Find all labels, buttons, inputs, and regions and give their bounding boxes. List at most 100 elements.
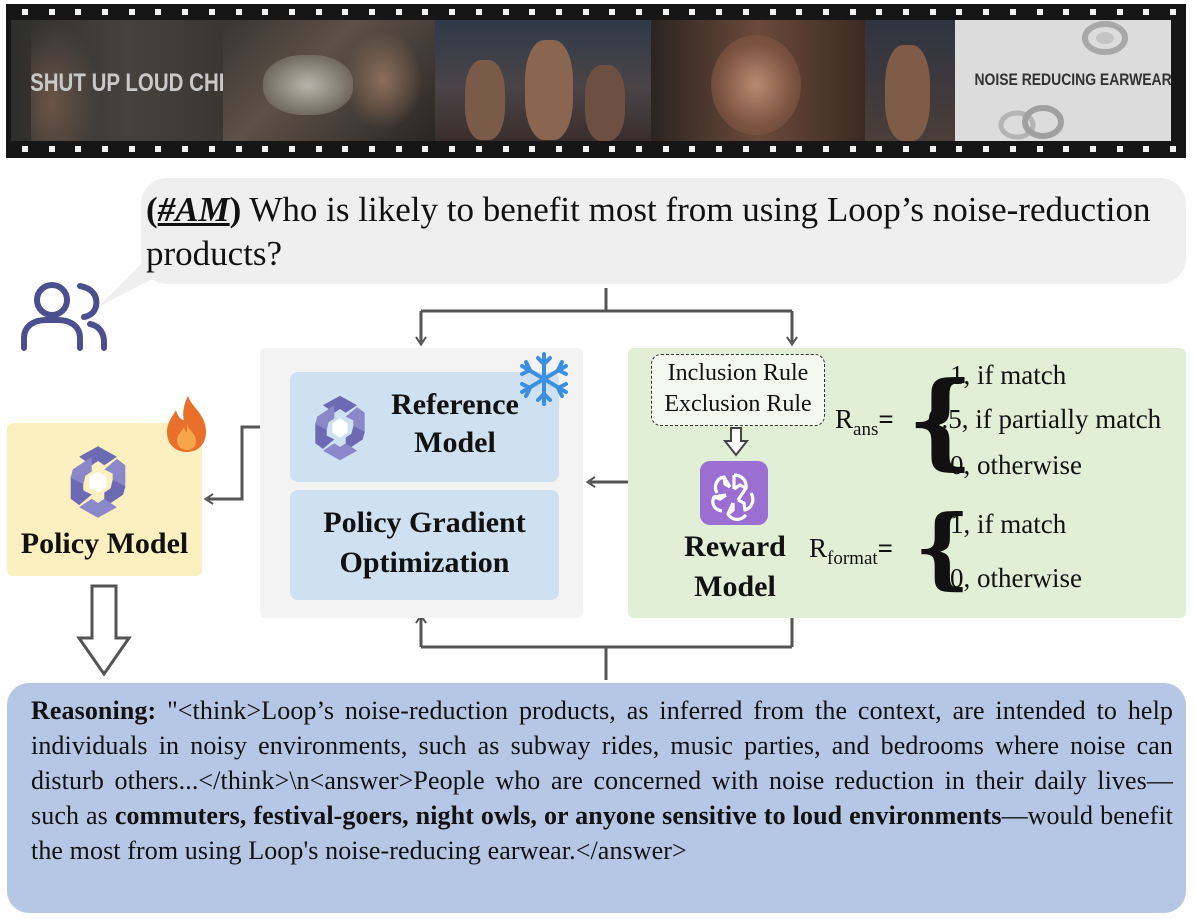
video-frame-3 xyxy=(435,20,651,141)
sprocket-hole xyxy=(422,146,429,152)
openai-logo-icon xyxy=(700,461,768,525)
sprocket-hole xyxy=(48,9,55,15)
video-frame-5 xyxy=(865,20,955,141)
sprocket-hole xyxy=(1143,146,1150,152)
earplug-image-top xyxy=(1082,21,1128,55)
policy-model-label: Policy Model xyxy=(20,527,189,560)
question-bubble xyxy=(141,178,1186,284)
reward-model-label: Reward Model xyxy=(684,530,786,603)
sprocket-hole xyxy=(395,146,402,152)
rules-box: Inclusion Rule Exclusion Rule xyxy=(651,354,825,426)
sprocket-hole xyxy=(796,9,803,15)
sprocket-hole xyxy=(315,9,322,15)
sprocket-hole xyxy=(1009,146,1016,152)
sprocket-hole xyxy=(1170,9,1176,15)
sprocket-hole xyxy=(1089,146,1096,152)
sprocket-hole xyxy=(849,146,856,152)
bottom-connector xyxy=(421,645,792,680)
video-frame-6: NOISE REDUCING EARWEAR xyxy=(955,20,1171,141)
sprocket-hole xyxy=(102,9,109,15)
sprocket-hole xyxy=(529,9,536,15)
sprocket-hole xyxy=(288,146,295,152)
hollow-down-arrow-small xyxy=(722,427,750,457)
sprocket-hole xyxy=(582,146,589,152)
sprocket-hole xyxy=(1116,9,1123,15)
sprocket-hole xyxy=(22,146,28,152)
r-ans-case-1: 1, if match xyxy=(950,360,1067,390)
sprocket-hole xyxy=(235,146,242,152)
sprocket-hole xyxy=(956,9,963,15)
sprocket-hole xyxy=(1009,9,1016,15)
sprocket-hole xyxy=(449,9,456,15)
sprocket-hole xyxy=(903,146,910,152)
sprocket-hole xyxy=(422,9,429,15)
sprocket-hole xyxy=(1089,9,1096,15)
sprocket-hole xyxy=(903,9,910,15)
hollow-down-arrow xyxy=(76,584,132,677)
r-ans-brace: { xyxy=(907,358,974,481)
sprocket-hole xyxy=(636,146,643,152)
r-ans-case-2: 0.5, if partially match xyxy=(928,404,1162,434)
sprocket-hole xyxy=(1170,146,1176,152)
video-frame-1: SHUT UP LOUD CHEWING xyxy=(11,20,223,141)
fire-icon xyxy=(167,396,206,452)
sprocket-hole xyxy=(742,146,749,152)
sprocket-hole xyxy=(956,146,963,152)
question-tag: (#AM) xyxy=(146,190,242,229)
sprocket-hole xyxy=(769,9,776,15)
frame-caption-1: SHUT UP LOUD CHEWING xyxy=(30,69,223,97)
sprocket-hole xyxy=(1036,146,1043,152)
sprocket-hole xyxy=(742,9,749,15)
sprocket-hole xyxy=(555,9,562,15)
policy-gradient-box xyxy=(290,490,559,600)
sprocket-hole xyxy=(1143,9,1150,15)
sprocket-hole xyxy=(208,9,215,15)
sprocket-hole xyxy=(342,9,349,15)
sprocket-hole xyxy=(796,146,803,152)
sprocket-hole xyxy=(262,9,269,15)
question-text: (#AM) Who is likely to benefit most from… xyxy=(146,190,1151,273)
reasoning-box xyxy=(7,683,1186,913)
sprocket-hole xyxy=(235,9,242,15)
r-ans-label: Rans= xyxy=(835,404,894,440)
sprocket-hole xyxy=(662,146,669,152)
sprocket-hole xyxy=(636,9,643,15)
sprocket-hole xyxy=(475,146,482,152)
sprocket-hole xyxy=(22,9,28,15)
sprocket-hole xyxy=(529,146,536,152)
r-format-label: Rformat= xyxy=(809,533,894,569)
sprocket-hole xyxy=(369,146,376,152)
sprocket-hole xyxy=(929,146,936,152)
sprocket-hole xyxy=(716,9,723,15)
reference-model-label: Reference Model xyxy=(391,388,519,459)
sprocket-hole xyxy=(1063,9,1070,15)
sprocket-hole xyxy=(582,9,589,15)
sprocket-hole xyxy=(75,146,82,152)
sprocket-hole xyxy=(822,9,829,15)
sprocket-hole xyxy=(75,9,82,15)
speech-bubble-tail xyxy=(98,260,160,307)
sprocket-hole xyxy=(288,9,295,15)
sprocket-hole xyxy=(983,146,990,152)
reasoning-label: Reasoning: xyxy=(31,696,157,725)
sprocket-hole xyxy=(876,9,883,15)
sprocket-hole xyxy=(102,146,109,152)
sprocket-hole xyxy=(609,9,616,15)
sprocket-hole xyxy=(128,9,135,15)
sprocket-hole xyxy=(849,9,856,15)
sprocket-hole xyxy=(1063,146,1070,152)
sprocket-hole xyxy=(315,146,322,152)
reference-model-logo-icon xyxy=(315,395,365,461)
sprocket-hole xyxy=(662,9,669,15)
earplug-image-bottom xyxy=(998,105,1064,140)
snowflake-icon xyxy=(520,352,568,406)
reasoning-highlight: commuters, festival-goers, night owls, o… xyxy=(114,801,1002,830)
sprocket-hole xyxy=(689,9,696,15)
sprocket-hole xyxy=(929,9,936,15)
policy-gradient-label: Policy Gradient Optimization xyxy=(323,506,526,579)
sprocket-hole xyxy=(262,146,269,152)
sprocket-hole xyxy=(395,9,402,15)
sprocket-hole xyxy=(128,146,135,152)
video-filmstrip: SHUT UP LOUD CHEWING NOISE REDUCING EARW… xyxy=(6,4,1186,158)
sprocket-hole xyxy=(1036,9,1043,15)
